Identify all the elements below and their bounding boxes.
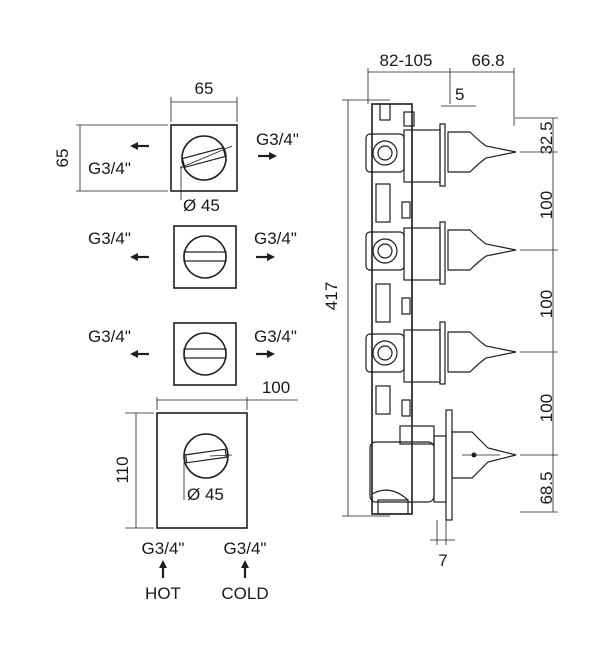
connection-left-1: G3/4" (88, 159, 131, 178)
label-cold: COLD (221, 584, 268, 603)
inlet-hot: G3/4" HOT (142, 539, 185, 603)
dim-spacing-2: 100 (537, 191, 556, 219)
front-module-3: G3/4" G3/4" (88, 322, 297, 386)
knob-4 (183, 433, 229, 479)
plate-2 (173, 225, 237, 289)
arrow-left-icon (130, 142, 149, 150)
arrow-left-icon (130, 350, 149, 358)
thermostatic-body (369, 425, 447, 515)
plate-3 (173, 322, 237, 386)
arrow-up-icon (159, 560, 167, 578)
plate-4 (156, 412, 248, 529)
connection-left-2: G3/4" (88, 229, 131, 248)
connection-right-1: G3/4" (256, 130, 299, 149)
side-knob-2 (447, 229, 517, 271)
connection-hot: G3/4" (142, 539, 185, 558)
front-module-1: 65 65 Ø 45 G3/4" G3/4" (53, 79, 299, 215)
knob-1-lever (181, 147, 227, 169)
arrow-right-icon (258, 152, 277, 160)
front-module-4: 100 110 Ø 45 (113, 378, 298, 529)
dim-side-depth-a: 82-105 (380, 51, 433, 70)
dim-diameter-bottom: Ø 45 (187, 485, 224, 504)
dim-big-height: 110 (113, 456, 132, 483)
valve-body-1 (365, 129, 441, 183)
side-knob-1 (447, 131, 517, 173)
dim-spacing-3: 100 (537, 290, 556, 318)
plate-1 (170, 124, 238, 192)
dim-diameter-top: Ø 45 (183, 196, 220, 215)
dim-big-width: 100 (262, 378, 290, 397)
dim-spacing-5: 68.5 (537, 471, 556, 504)
side-view: 82-105 66.8 5 417 32.5 100 100 100 68.5 … (322, 51, 558, 570)
knob-2 (183, 235, 227, 279)
valve-body-2 (365, 227, 441, 281)
arrow-right-icon (256, 350, 275, 358)
arrow-up-icon (241, 560, 249, 578)
arrow-left-icon (130, 253, 149, 261)
body-column (371, 103, 413, 515)
dim-side-height: 417 (322, 282, 341, 310)
knob-1 (181, 135, 227, 181)
label-hot: HOT (145, 584, 181, 603)
knob-2-lever (183, 251, 227, 262)
dim-top-height: 65 (53, 149, 72, 168)
arrow-right-icon (256, 253, 275, 261)
knob-4-lever (184, 448, 228, 464)
connection-right-2: G3/4" (254, 229, 297, 248)
side-knob-3 (447, 331, 517, 373)
dim-bottom-offset: 7 (438, 551, 447, 570)
dim-side-depth-b: 66.8 (471, 51, 504, 70)
connection-cold: G3/4" (224, 539, 267, 558)
knob-3 (183, 332, 227, 376)
dim-top-width: 65 (195, 79, 214, 98)
connection-right-3: G3/4" (254, 327, 297, 346)
front-module-2: G3/4" G3/4" (88, 225, 297, 289)
inlet-cold: G3/4" COLD (221, 539, 268, 603)
knob-1-centerline (179, 145, 233, 169)
dim-spacing-1: 32.5 (537, 121, 556, 154)
side-knob-4 (451, 431, 517, 479)
dim-spacing-4: 100 (537, 394, 556, 422)
connection-left-3: G3/4" (88, 327, 131, 346)
knob-3-lever (183, 348, 227, 359)
valve-body-3 (365, 329, 441, 383)
dim-side-offset: 5 (455, 85, 464, 104)
